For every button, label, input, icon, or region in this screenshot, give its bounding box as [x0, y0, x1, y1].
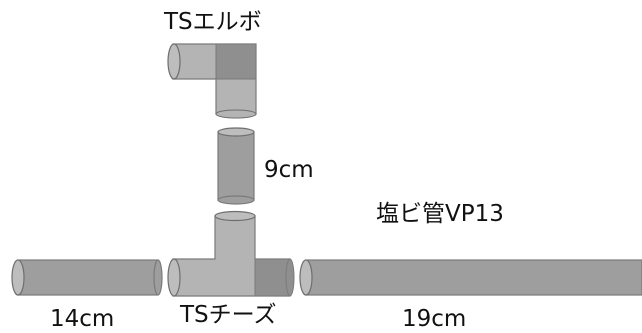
pipe-right-left-end [299, 259, 313, 296]
pipe-left-body [17, 259, 159, 296]
pipe-right-horizontal [299, 259, 642, 296]
pipe-right-body [305, 259, 642, 296]
label-ts-tee: TSチーズ [180, 302, 277, 328]
pipe-left-horizontal [11, 259, 163, 296]
label-pipe-9cm: 9cm [264, 157, 314, 183]
label-ts-elbow: TSエルボ [164, 9, 262, 35]
pipe-short-bottom-end [217, 195, 255, 205]
label-pipe-19cm: 19cm [402, 306, 467, 332]
label-pipe-14cm: 14cm [50, 306, 115, 332]
tee-top-end [214, 210, 256, 222]
label-material-vp13: 塩ビ管VP13 [376, 201, 504, 227]
ts-elbow-fitting [167, 43, 257, 119]
elbow-bottom-end [215, 109, 257, 119]
pipe-short-body [217, 131, 255, 201]
tee-left-end [167, 258, 181, 297]
tee-right-end [285, 258, 295, 297]
ts-tee-fitting [167, 210, 295, 297]
pipe-left-left-end [11, 259, 25, 296]
elbow-open-end [167, 43, 181, 80]
pipe-short-top-end [217, 127, 255, 137]
tee-right-shadow [254, 258, 291, 297]
pipe-left-right-end [153, 259, 163, 296]
elbow-corner-shadow [215, 43, 257, 80]
pipe-short-vertical [217, 127, 255, 205]
